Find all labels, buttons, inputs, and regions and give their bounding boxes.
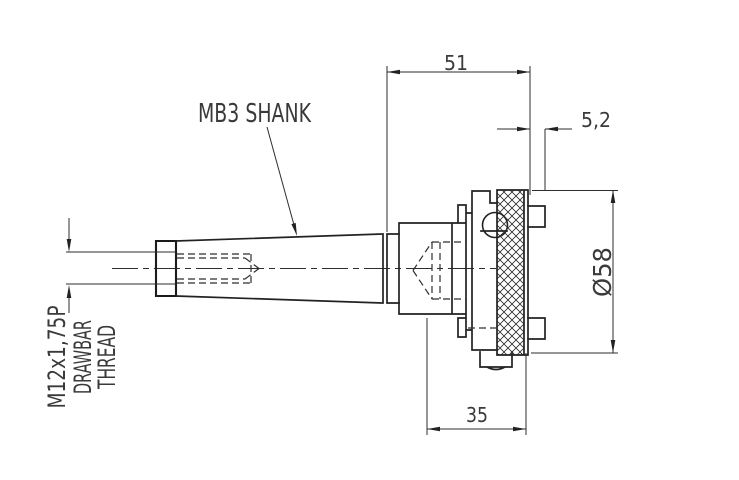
jaw-guide-nubs — [527, 205, 546, 340]
knurled-sleeve — [496, 189, 529, 356]
dimension-51: 51 — [386, 51, 531, 232]
dimension-drawbar-thread: M12x1,75P DRAWBAR THREAD — [43, 218, 121, 409]
taper-socket-hidden-lines — [412, 241, 466, 300]
knurl-hatch — [497, 190, 524, 355]
chuck-nose — [479, 351, 513, 371]
morse-taper-shank — [175, 233, 400, 304]
dimension-51-value: 51 — [444, 51, 468, 75]
shank-leader-line — [266, 126, 295, 224]
dimension-35-value: 35 — [466, 403, 488, 427]
shank-callout: MB3 SHANK — [198, 99, 312, 236]
shank-leader-arrow — [291, 222, 297, 236]
dimension-35: 35 — [426, 318, 527, 435]
dimension-diameter-58: Ø58 — [531, 190, 618, 354]
drawbar-label-line1: M12x1,75P — [43, 306, 71, 409]
drawbar-label-line2: DRAWBAR — [69, 320, 97, 394]
dimension-5-2-value: 5,2 — [581, 108, 611, 132]
thread-extension-lines — [66, 251, 176, 285]
dimension-5-2: 5,2 — [497, 108, 611, 190]
drawbar-thread-hidden-lines — [177, 253, 260, 284]
chuck-body — [398, 190, 508, 351]
shank-label: MB3 SHANK — [198, 99, 312, 129]
drawbar-label-line3: THREAD — [93, 325, 121, 390]
dimension-58-value: Ø58 — [588, 247, 617, 297]
